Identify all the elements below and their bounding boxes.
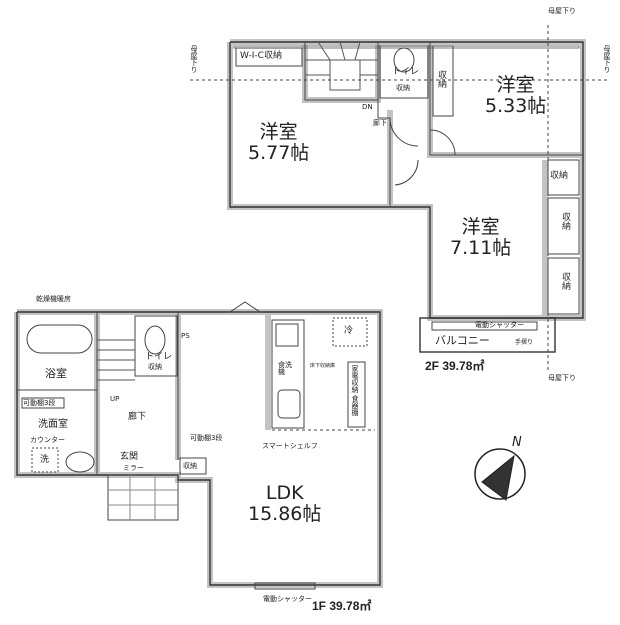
- ps-label: PS: [181, 332, 190, 340]
- dn-label: DN: [362, 103, 373, 111]
- hallway-1f-label: 廊下: [128, 412, 147, 422]
- compass-north-label: N: [512, 435, 522, 450]
- appliance-storage-label: 家電収納: [351, 365, 359, 393]
- room-name: 洋室: [259, 121, 298, 143]
- toilet-2f-storage-label: 収納: [396, 84, 410, 92]
- closet-south-1-label: 収納: [560, 212, 570, 230]
- shelf-3-b-label: 可動棚3段: [190, 434, 223, 442]
- room-size: 15.86帖: [248, 502, 322, 525]
- room-size: 5.77帖: [248, 141, 310, 164]
- wic-label: W-I-C収納: [240, 51, 282, 61]
- room-size: 5.33帖: [485, 94, 547, 117]
- shelf-3-a-label: 可動棚3段: [23, 399, 56, 407]
- shutter-1f-label: 電動シャッター: [263, 595, 312, 603]
- dishwasher-label: 食洗機: [278, 361, 292, 376]
- room-ldk: LDK 15.86帖: [248, 483, 321, 525]
- hallway-2f-label: 廊下: [373, 119, 387, 127]
- mirror-label: ミラー: [123, 464, 144, 472]
- room-name: LDK: [265, 482, 304, 504]
- washroom-label: 洗面室: [38, 419, 68, 430]
- smart-shelf-label: スマートシェルフ: [262, 442, 318, 450]
- floor1-area: 1F 39.78㎡: [312, 599, 372, 613]
- closet-ne-label: 収納: [436, 70, 446, 88]
- shutter-2f-label: 電動シャッター: [475, 321, 524, 329]
- toilet-2f-label: トイレ: [392, 67, 420, 77]
- main-roof-label-1: 母屋下り: [548, 7, 576, 15]
- washer-label: 洗: [40, 455, 50, 465]
- toilet-1f-storage-label: 収納: [148, 363, 162, 371]
- handrail-label: 手摺り: [515, 339, 534, 346]
- room-name: 洋室: [496, 74, 535, 96]
- underfloor-storage-label: 床下収納庫: [310, 363, 336, 369]
- room-name: 洋室: [461, 216, 500, 238]
- bath-label: 浴室: [45, 367, 67, 380]
- dryer-label: 乾燥機暖房: [36, 295, 71, 303]
- toilet-1f-label: トイレ: [145, 352, 173, 362]
- main-roof-label-3: 母屋下り: [603, 45, 611, 73]
- room-northeast-bedroom: 洋室 5.33帖: [485, 75, 546, 117]
- closet-south-top-label: 収納: [550, 171, 569, 181]
- fridge-label: 冷: [344, 326, 354, 336]
- main-roof-label-2: 母屋下り: [190, 45, 198, 73]
- counter-label: カウンター: [30, 436, 65, 444]
- cupboard-label: 食器棚: [351, 395, 359, 416]
- balcony-label: バルコニー: [435, 334, 490, 347]
- up-label: UP: [110, 395, 120, 403]
- room-west-bedroom: 洋室 5.77帖: [248, 122, 309, 164]
- closet-south-2-label: 収納: [560, 272, 570, 290]
- room-south-bedroom: 洋室 7.11帖: [450, 217, 511, 259]
- entrance-label: 玄関: [120, 452, 139, 462]
- main-roof-label-4: 母屋下り: [548, 374, 576, 382]
- floor2-area: 2F 39.78㎡: [425, 359, 485, 373]
- room-size: 7.11帖: [450, 236, 512, 259]
- entrance-storage-label: 収納: [183, 462, 197, 470]
